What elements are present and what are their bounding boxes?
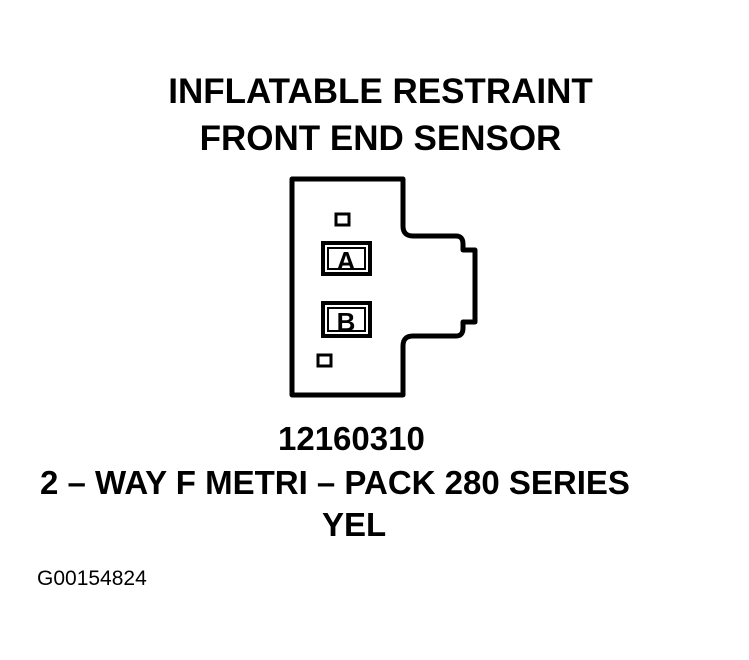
- latch-square-bottom: [316, 353, 333, 368]
- figure-id: G00154824: [37, 567, 147, 590]
- title-line-2: FRONT END SENSOR: [199, 119, 562, 158]
- cavity-b-label: B: [337, 307, 356, 337]
- part-number: 12160310: [278, 420, 425, 457]
- connector-outline: [289, 176, 478, 398]
- cavity-a-inner: [327, 247, 366, 270]
- cavity-b-inner: [327, 307, 366, 332]
- connector-color: YEL: [322, 506, 387, 543]
- cavity-b-box: [321, 301, 372, 338]
- cavity-a-box: [321, 241, 372, 276]
- cavity-a-label: A: [337, 246, 356, 276]
- title-line-1: INFLATABLE RESTRAINT: [168, 72, 593, 111]
- latch-square-top: [334, 212, 351, 227]
- connector-description: 2 – WAY F METRI – PACK 280 SERIES: [40, 464, 630, 501]
